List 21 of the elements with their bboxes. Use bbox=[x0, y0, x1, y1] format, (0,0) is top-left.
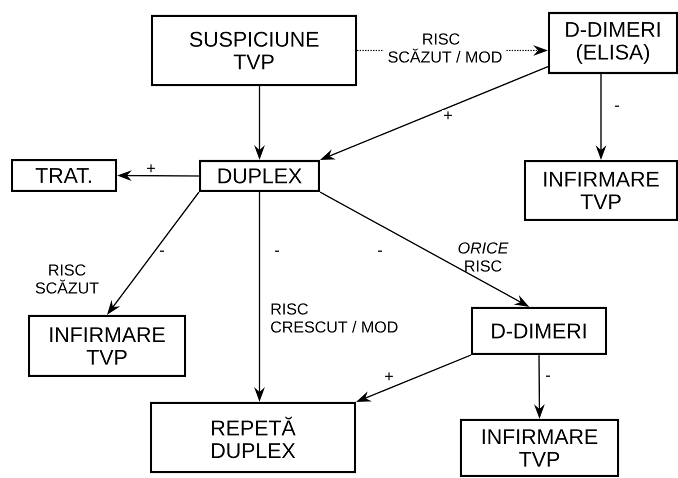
edge-label: - bbox=[544, 374, 552, 382]
note-text: ORICE RISC bbox=[458, 242, 508, 272]
process-box: INFIRMARE TVP bbox=[524, 160, 678, 222]
edge-label: - bbox=[613, 104, 621, 112]
process-box: INFIRMARE TVP bbox=[28, 314, 186, 378]
process-box: D-DIMERI (ELISA) bbox=[548, 12, 678, 74]
edge-label: - bbox=[273, 249, 281, 257]
edge-label: RISC SCĂZUT / MOD bbox=[384, 32, 506, 64]
edge-label: - bbox=[376, 249, 384, 257]
process-box: DUPLEX bbox=[198, 160, 320, 192]
process-box: TRAT. bbox=[10, 158, 118, 192]
edge-label: + bbox=[442, 110, 454, 122]
edge-label: + bbox=[145, 163, 158, 175]
edge-label: - bbox=[158, 249, 166, 257]
edge-label: + bbox=[383, 371, 395, 383]
process-box: D-DIMERI bbox=[470, 306, 608, 356]
process-box: INFIRMARE TVP bbox=[460, 418, 620, 478]
process-box: SUSPICIUNE TVP bbox=[150, 14, 358, 86]
note-text: RISC CRESCUT / MOD bbox=[271, 303, 398, 333]
process-box: REPETĂ DUPLEX bbox=[150, 402, 356, 474]
note-text: RISC SCĂZUT bbox=[36, 264, 99, 294]
